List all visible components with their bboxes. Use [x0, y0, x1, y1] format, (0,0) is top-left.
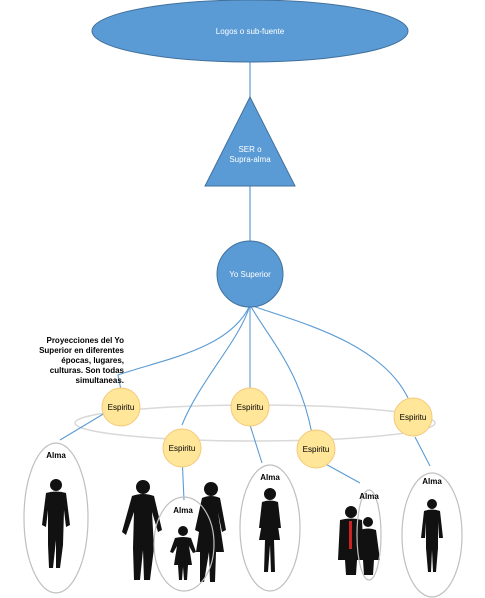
woman-silhouette-icon	[259, 488, 281, 572]
child-silhouette-icon	[170, 526, 196, 580]
ser-label-line1: SER o	[238, 145, 262, 154]
svg-text:Alma: Alma	[260, 473, 280, 482]
soul-node: Alma	[401, 472, 463, 598]
svg-text:Espiritu: Espiritu	[237, 403, 264, 412]
soul-node: Alma	[338, 489, 382, 581]
svg-text:Alma: Alma	[422, 477, 442, 486]
svg-text:Espiritu: Espiritu	[303, 445, 330, 454]
ser-node	[204, 95, 296, 187]
logos-label: Logos o sub-fuente	[216, 27, 285, 36]
svg-text:Espiritu: Espiritu	[400, 413, 427, 422]
businessman-silhouette-icon	[421, 499, 443, 572]
man-silhouette-icon	[42, 479, 70, 568]
spirit-node: Espiritu	[393, 397, 433, 437]
svg-text:Alma: Alma	[173, 506, 193, 515]
spirit-node: Espiritu	[230, 387, 270, 427]
soul-node: Alma	[239, 464, 301, 592]
spirit-node: Espiritu	[101, 387, 141, 427]
svg-text:Alma: Alma	[46, 451, 66, 460]
svg-text:Espiritu: Espiritu	[108, 403, 135, 412]
svg-text:Espiritu: Espiritu	[169, 444, 196, 453]
spirit-connectors	[117, 304, 409, 435]
logos-node	[91, 0, 409, 63]
soul-node: Alma	[23, 442, 89, 594]
ser-label-line2: Supra-alma	[229, 155, 271, 164]
soul-connectors	[59, 409, 431, 501]
spirit-node: Espiritu	[296, 429, 336, 469]
yo-superior-label: Yo Superior	[229, 270, 271, 279]
projections-note: Proyecciones del Yo Superior en diferent…	[39, 336, 124, 385]
family-silhouette-icon	[122, 480, 226, 582]
svg-text:Alma: Alma	[359, 492, 379, 501]
soul-node: Alma	[122, 480, 226, 592]
yo-superior-node	[216, 240, 284, 308]
couple-silhouette-icon	[338, 506, 380, 575]
spirit-node: Espiritu	[162, 428, 202, 468]
